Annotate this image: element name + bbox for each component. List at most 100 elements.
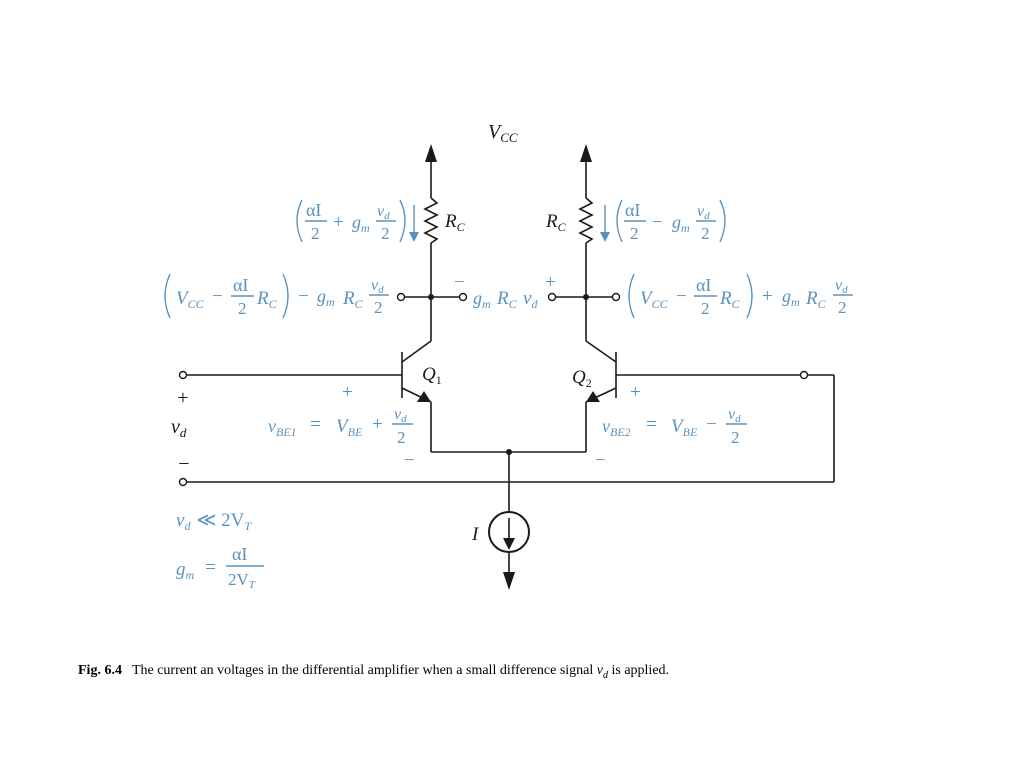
svg-text:VCC: VCC	[176, 288, 205, 311]
svg-text:2: 2	[838, 298, 847, 317]
svg-text:2: 2	[381, 224, 390, 243]
svg-text:=: =	[205, 557, 216, 578]
svg-text:+: +	[762, 286, 773, 307]
svg-text:gm: gm	[352, 212, 370, 235]
q2-emitter-arrow-icon	[586, 391, 600, 402]
terminal-out-left-outer	[396, 292, 406, 302]
svg-text:2: 2	[238, 299, 247, 318]
svg-text:+: +	[630, 382, 641, 403]
svg-text:vd≪ 2VT: vd≪ 2VT	[176, 510, 252, 533]
terminal-out-left-inner	[458, 292, 468, 302]
annotation-conditions: vd≪ 2VT gm = αI 2VT	[176, 510, 264, 591]
label-q1: Q1	[422, 364, 442, 387]
svg-text:αI: αI	[306, 200, 321, 220]
svg-text:vd: vd	[377, 203, 390, 222]
terminal-out-right-inner	[547, 292, 557, 302]
q1-emitter-arrow-icon	[417, 391, 431, 402]
figure-caption: Fig. 6.4 The current an voltages in the d…	[78, 663, 978, 681]
svg-text:−: −	[676, 286, 687, 307]
svg-text:−: −	[404, 450, 415, 471]
svg-text:RC: RC	[496, 288, 518, 311]
resistor-rc-left	[423, 197, 439, 244]
svg-text:gm: gm	[176, 559, 195, 582]
label-vcc: VCC	[488, 121, 518, 145]
svg-text:αI: αI	[232, 544, 247, 564]
svg-text:vBE1: vBE1	[268, 416, 297, 439]
svg-text:=: =	[646, 414, 657, 435]
svg-text:αI: αI	[696, 275, 711, 295]
svg-text:−: −	[298, 286, 309, 307]
svg-text:2: 2	[397, 428, 406, 447]
svg-text:αI: αI	[625, 200, 640, 220]
left-current-arrow-icon	[409, 232, 419, 242]
annotation-right-voltage: VCC − αI 2 RC + gm RC vd 2	[628, 273, 853, 319]
svg-text:VCC: VCC	[640, 288, 669, 311]
caption-text-end: is applied.	[607, 663, 670, 678]
label-q2: Q2	[572, 367, 592, 390]
svg-text:+: +	[372, 414, 383, 435]
svg-text:2: 2	[731, 428, 740, 447]
vcc-left-arrow-icon	[425, 144, 437, 162]
svg-text:RC: RC	[719, 288, 741, 311]
svg-text:gm: gm	[473, 288, 491, 311]
annotation-output-voltage: − + gm RC vd	[454, 272, 556, 311]
svg-text:vBE2: vBE2	[602, 416, 631, 439]
svg-text:2VT: 2VT	[228, 570, 256, 591]
svg-text:αI: αI	[233, 275, 248, 295]
resistor-rc-right	[578, 197, 594, 244]
label-current-source: I	[471, 524, 480, 545]
caption-var: v	[596, 663, 603, 678]
caption-text: The current an voltages in the different…	[131, 663, 597, 678]
svg-text:=: =	[310, 414, 321, 435]
terminal-input-bottom	[178, 477, 188, 487]
caption-var-sub: d	[602, 669, 608, 681]
annotation-right-current: αI 2 − gm vd 2	[600, 199, 726, 243]
label-input-vd: vd	[171, 416, 187, 440]
svg-text:+: +	[342, 382, 353, 403]
terminal-out-right-outer	[611, 292, 621, 302]
svg-text:2: 2	[374, 298, 383, 317]
label-rc-right: RC	[545, 211, 567, 234]
svg-text:−: −	[706, 414, 717, 435]
svg-text:vd: vd	[523, 288, 538, 311]
svg-text:−: −	[652, 212, 663, 233]
vcc-right-arrow-icon	[580, 144, 592, 162]
svg-text:vd: vd	[371, 277, 384, 296]
svg-text:VBE: VBE	[671, 416, 698, 439]
label-input-minus: −	[177, 453, 191, 475]
annotation-left-voltage: VCC − αI 2 RC − gm RC vd 2	[164, 273, 389, 319]
svg-text:−: −	[454, 272, 465, 293]
svg-text:2: 2	[311, 224, 320, 243]
label-input-plus: +	[176, 387, 190, 409]
terminal-input-top	[178, 370, 188, 380]
annotation-left-current: αI 2 + gm vd 2	[296, 199, 419, 243]
svg-text:−: −	[595, 450, 606, 471]
svg-text:RC: RC	[342, 288, 364, 311]
label-rc-left: RC	[444, 211, 466, 234]
transistor-q2	[585, 340, 617, 403]
circuit-wiring	[178, 144, 835, 590]
svg-text:2: 2	[701, 299, 710, 318]
circuit-labels: VCC RC RC Q1 Q2 I + vd −	[171, 121, 592, 545]
svg-text:VBE: VBE	[336, 416, 363, 439]
svg-text:2: 2	[630, 224, 639, 243]
current-source-out-arrow-icon	[503, 572, 515, 590]
right-current-arrow-icon	[600, 232, 610, 242]
svg-text:vd: vd	[835, 277, 848, 296]
svg-text:RC: RC	[256, 288, 278, 311]
svg-text:+: +	[333, 212, 344, 233]
svg-text:vd: vd	[728, 406, 741, 425]
svg-text:gm: gm	[782, 286, 800, 309]
terminal-base-q2	[799, 370, 809, 380]
figure-label: Fig. 6.4	[78, 663, 122, 678]
svg-text:gm: gm	[672, 212, 690, 235]
annotation-vbe1: + vBE1 = VBE + vd 2 −	[268, 382, 415, 471]
svg-text:gm: gm	[317, 286, 335, 309]
svg-text:2: 2	[701, 224, 710, 243]
svg-text:−: −	[212, 286, 223, 307]
svg-text:vd: vd	[697, 203, 710, 222]
svg-text:RC: RC	[805, 288, 827, 311]
svg-text:vd: vd	[394, 406, 407, 425]
svg-text:+: +	[545, 272, 556, 293]
